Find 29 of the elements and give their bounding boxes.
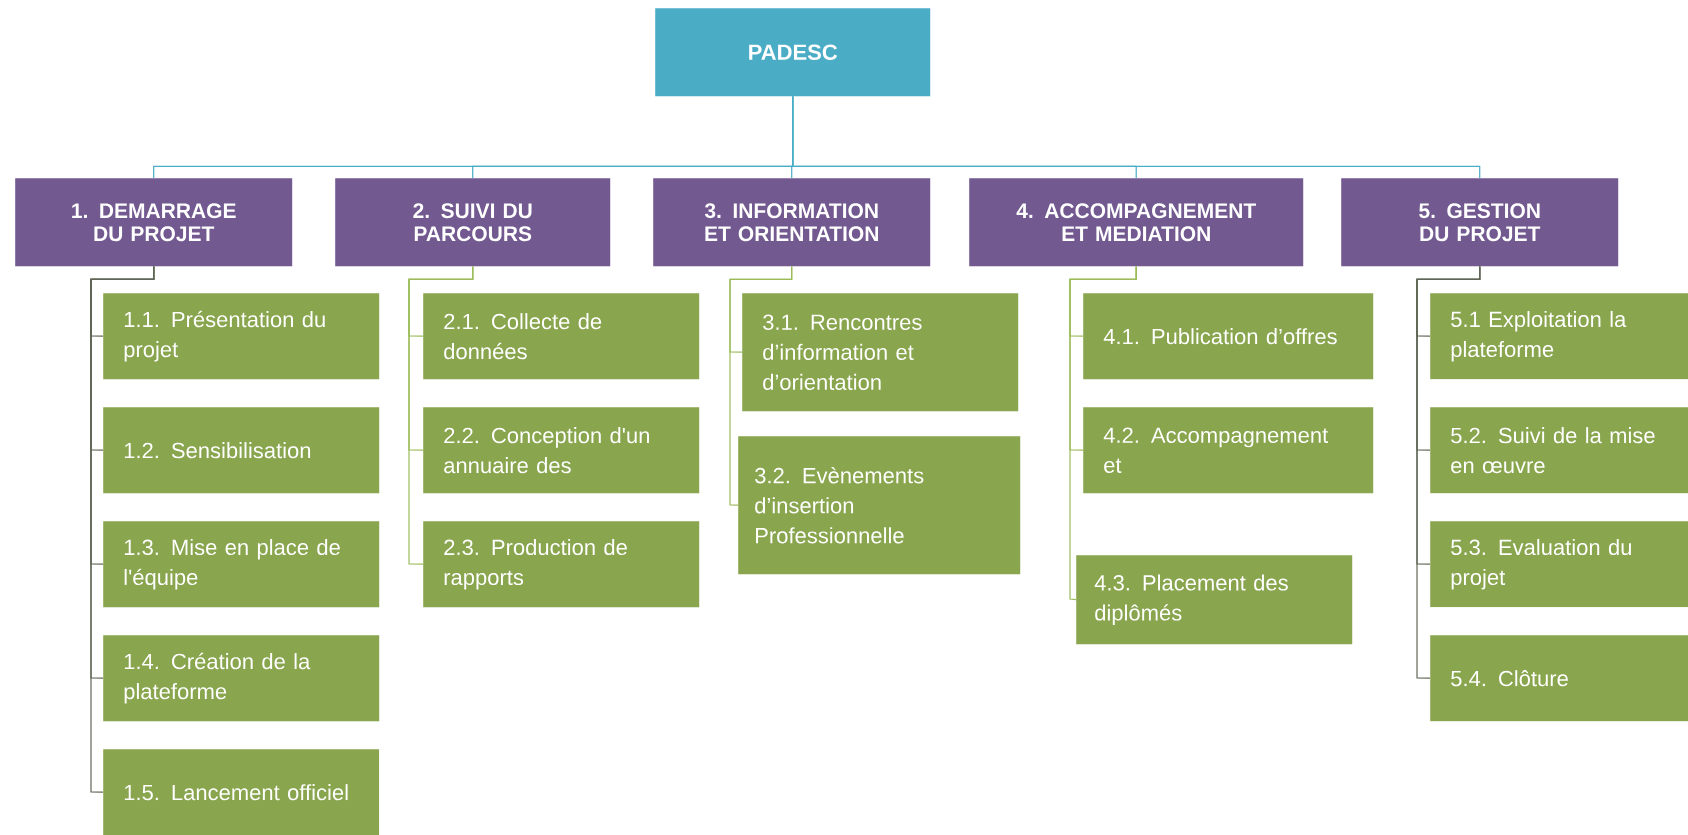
- task-box: 5.1 Exploitation la plateforme: [1430, 293, 1688, 380]
- connector-line: [90, 265, 155, 793]
- task-box: 4.1. Publication d’offres: [1083, 293, 1374, 380]
- task-box: 5.3. Evaluation du projet: [1430, 521, 1688, 608]
- category-box: 5. GESTION DU PROJET: [1341, 178, 1619, 267]
- task-box: 1.2. Sensibilisation: [103, 407, 380, 494]
- task-box: 1.5. Lancement officiel: [103, 749, 380, 835]
- connector-line: [408, 265, 474, 565]
- connector-line: [729, 265, 793, 506]
- category-box: 3. INFORMATION ET ORIENTATION: [653, 178, 931, 267]
- connector-line: [1416, 265, 1481, 679]
- task-box: 2.2. Conception d'un annuaire des: [423, 407, 700, 494]
- task-box: 3.2. Evènements d’insertion Professionnelle: [738, 436, 1021, 575]
- task-box: 4.3. Placement des diplômés: [1076, 555, 1353, 645]
- task-box: 1.3. Mise en place de l'équipe: [103, 521, 380, 608]
- connector-line: [792, 95, 1481, 179]
- task-box: 1.4. Création de la plateforme: [103, 635, 380, 722]
- category-box: 1. DEMARRAGE DU PROJET: [15, 178, 293, 267]
- category-box: 2. SUIVI DU PARCOURS: [335, 178, 611, 267]
- task-box: 5.4. Clôture: [1430, 635, 1688, 722]
- task-box: 5.2. Suivi de la mise en œuvre: [1430, 407, 1688, 494]
- task-box: 2.3. Production de rapports: [423, 521, 700, 608]
- root-box: PADESC: [655, 8, 931, 97]
- task-box: 1.1. Présentation du projet: [103, 293, 380, 380]
- task-box: 4.2. Accompagnement et: [1083, 407, 1374, 494]
- category-box: 4. ACCOMPAGNEMENT ET MEDIATION: [969, 178, 1304, 267]
- task-box: 3.1. Rencontres d’information et d’orientation: [742, 293, 1019, 412]
- connector-line: [1069, 265, 1137, 601]
- task-box: 2.1. Collecte de données: [423, 293, 700, 380]
